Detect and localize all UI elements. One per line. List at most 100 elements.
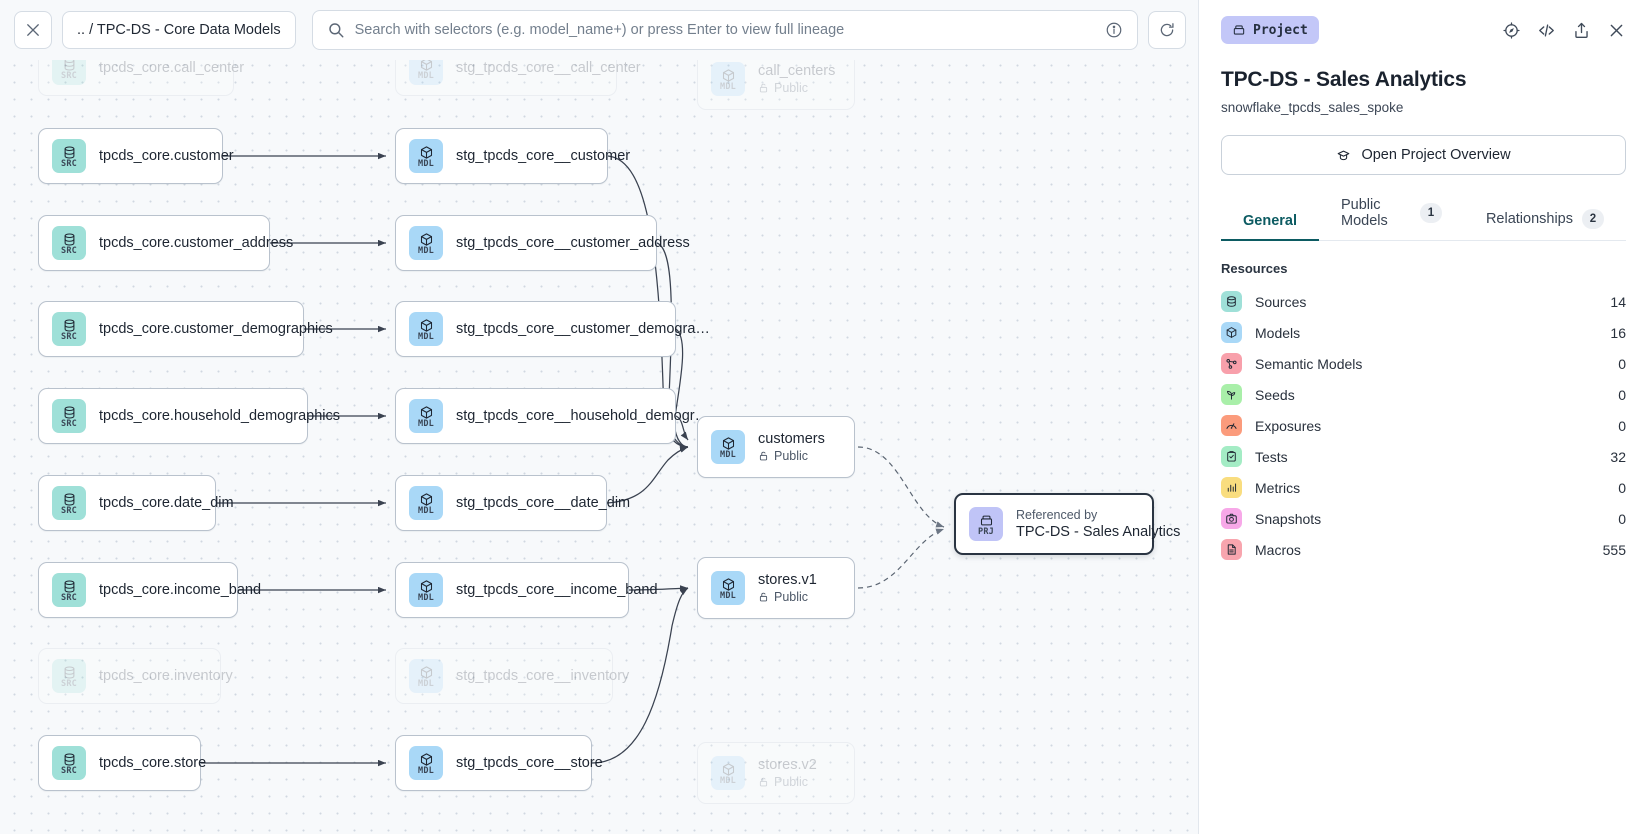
lineage-node-title: stores.v2: [758, 757, 817, 773]
lineage-node[interactable]: MDL stg_tpcds_core__date_dim: [395, 475, 631, 531]
resource-name: Exposures: [1255, 417, 1322, 434]
resource-count: 0: [1618, 355, 1626, 372]
mdl-badge: MDL: [409, 746, 443, 780]
resource-icon-tile: [1221, 477, 1242, 498]
lock-icon: [759, 83, 768, 93]
compass-icon[interactable]: [1502, 21, 1521, 40]
referenced-by-label: Referenced by: [1016, 508, 1098, 522]
cube-icon: [722, 577, 734, 591]
badge-type-label: MDL: [418, 592, 434, 603]
mdl-badge: MDL: [409, 573, 443, 607]
resource-name: Metrics: [1255, 479, 1301, 496]
refresh-button[interactable]: [1148, 11, 1186, 49]
gauge-icon: [1226, 423, 1237, 429]
resource-icon-tile: [1221, 291, 1242, 312]
lineage-node-text: stg_tpcds_core__household_demogr…: [456, 408, 709, 424]
badge-type-label: SRC: [61, 505, 77, 516]
search-input[interactable]: [354, 22, 1095, 38]
refresh-icon: [1160, 23, 1174, 37]
mdl-badge: MDL: [711, 430, 745, 464]
badge-type-label: SRC: [61, 70, 77, 81]
resource-name: Seeds: [1255, 386, 1295, 403]
resource-count: 555: [1602, 541, 1626, 558]
lineage-node[interactable]: MDL stg_tpcds_core__store: [395, 735, 603, 791]
lineage-node[interactable]: MDL stg_tpcds_core__household_demogr…: [395, 388, 709, 444]
database-icon: [1227, 296, 1236, 307]
breadcrumb[interactable]: .. / TPC-DS - Core Data Models: [62, 11, 296, 49]
lineage-node[interactable]: SRC tpcds_core.date_dim: [38, 475, 234, 531]
lineage-node-text: stg_tpcds_core__store: [456, 755, 603, 771]
badge-type-label: MDL: [418, 418, 434, 429]
resource-icon-tile: [1221, 415, 1242, 436]
badge-type-label: MDL: [418, 505, 434, 516]
search-bar[interactable]: [311, 10, 1138, 50]
cube-icon: [722, 68, 734, 82]
src-badge: SRC: [52, 659, 86, 693]
tab-general[interactable]: General: [1221, 213, 1319, 241]
lineage-node-title: tpcds_core.customer_demographics: [99, 321, 333, 337]
cube-icon: [420, 318, 432, 332]
lineage-node-title: tpcds_core.household_demographics: [99, 408, 341, 424]
lineage-node-title: stg_tpcds_core__call_center: [456, 60, 641, 76]
lineage-node-text: tpcds_core.customer: [99, 148, 234, 164]
resource-icon-tile: [1221, 353, 1242, 374]
share-icon[interactable]: [1572, 21, 1591, 40]
database-icon: [64, 318, 74, 332]
badge-type-label: MDL: [720, 81, 736, 92]
lock-icon: [759, 592, 768, 602]
lineage-node-text: tpcds_core.inventory: [99, 668, 233, 684]
lineage-node-title: customers: [758, 431, 825, 447]
cube-icon: [420, 232, 432, 246]
cube-icon: [420, 492, 432, 506]
close-panel-icon[interactable]: [1607, 21, 1626, 40]
resource-name: Tests: [1255, 448, 1288, 465]
project-type-chip[interactable]: Project: [1221, 16, 1319, 44]
badge-type-label: MDL: [418, 678, 434, 689]
info-icon[interactable]: [1105, 21, 1123, 39]
tab-label: Public Models: [1341, 197, 1388, 229]
badge-type-label: SRC: [61, 765, 77, 776]
close-graph-button[interactable]: [14, 11, 52, 49]
lineage-node-title: stg_tpcds_core__date_dim: [456, 495, 631, 511]
tab-label: Relationships: [1485, 211, 1573, 227]
lineage-node-title: tpcds_core.inventory: [99, 668, 233, 684]
resource-count: 0: [1618, 510, 1626, 527]
database-icon: [64, 579, 74, 593]
code-icon[interactable]: [1537, 21, 1556, 40]
open-project-overview-button[interactable]: Open Project Overview: [1221, 135, 1626, 175]
cube-icon: [420, 665, 432, 679]
page-title: TPC-DS - Sales Analytics: [1221, 68, 1467, 91]
lineage-node-title: call_centers: [758, 63, 836, 79]
lineage-node-title: tpcds_core.date_dim: [99, 495, 234, 511]
mdl-badge: MDL: [711, 756, 745, 790]
